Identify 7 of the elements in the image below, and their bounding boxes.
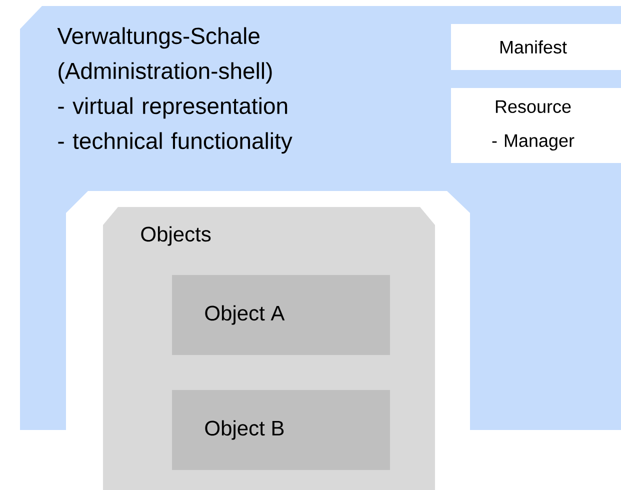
resource-manager-box: Resource - Manager [451, 88, 621, 163]
list-item: - technical functionality [58, 132, 292, 154]
list-item: - virtual representation [58, 97, 288, 119]
object-box: Object A [172, 275, 390, 355]
object-box: Object B [172, 390, 390, 470]
shell-heading: Verwaltungs-Schale (Administration-shell) [57, 27, 272, 84]
manifest-box: Manifest [451, 24, 621, 70]
